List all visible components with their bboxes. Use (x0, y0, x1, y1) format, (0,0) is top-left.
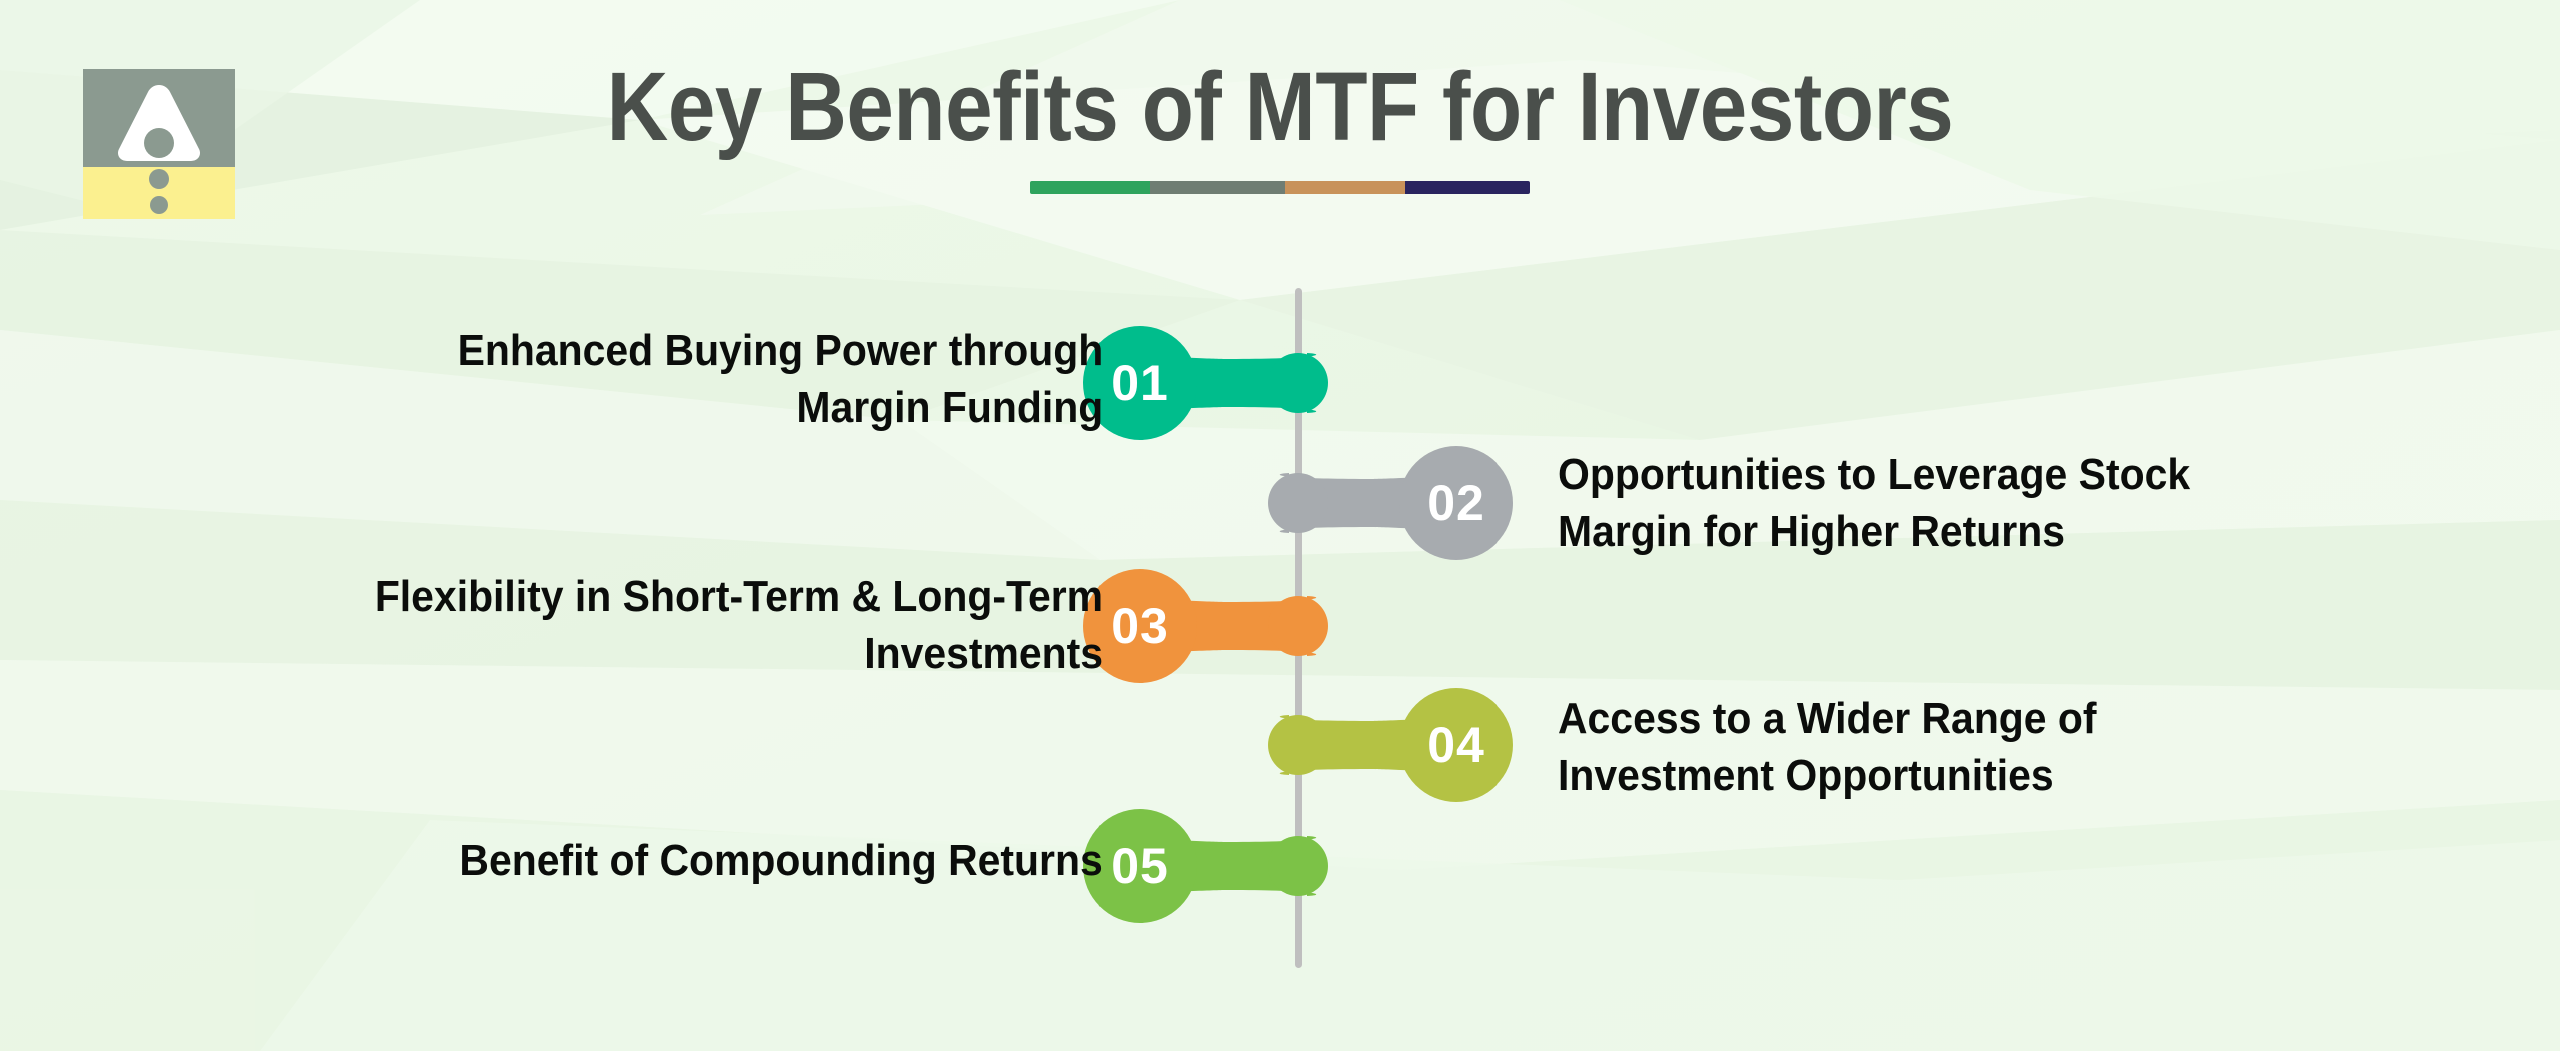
node-badge-02 (1399, 446, 1513, 560)
node-axis-dot-02 (1268, 473, 1328, 533)
node-number-02: 02 (1427, 475, 1485, 531)
node-number-01: 01 (1111, 355, 1169, 411)
timeline-label-05: Benefit of Compounding Returns (459, 836, 1103, 885)
node-axis-dot-04 (1268, 715, 1328, 775)
node-axis-dot-03 (1268, 596, 1328, 656)
node-badge-05 (1083, 809, 1197, 923)
node-badge-03 (1083, 569, 1197, 683)
logo-band-dot-lower (150, 196, 168, 214)
node-axis-dot-05 (1268, 836, 1328, 896)
timeline-node-05[interactable]: 05 (1083, 809, 1328, 923)
timeline-node-03[interactable]: 03 (1083, 569, 1328, 683)
node-badge-01 (1083, 326, 1197, 440)
node-badge-04 (1399, 688, 1513, 802)
brand-logo (83, 69, 235, 219)
node-number-03: 03 (1111, 598, 1169, 654)
logo-band-dot-upper (149, 169, 169, 189)
node-number-05: 05 (1111, 838, 1169, 894)
logo-triangle-mark (117, 85, 201, 161)
timeline-label-03: Flexibility in Short-Term & Long-Term In… (374, 572, 1103, 679)
node-number-04: 04 (1427, 717, 1485, 773)
node-axis-dot-01 (1268, 353, 1328, 413)
timeline-label-01: Enhanced Buying Power through Margin Fun… (457, 326, 1103, 433)
timeline-node-01[interactable]: 01 (1083, 326, 1328, 440)
timeline-label-02: Opportunities to Leverage Stock Margin f… (1558, 450, 2191, 557)
timeline-node-04[interactable]: 04 (1268, 688, 1513, 802)
timeline-node-02[interactable]: 02 (1268, 446, 1513, 560)
logo-triangle-dot (144, 128, 174, 158)
timeline-label-04: Access to a Wider Range of Investment Op… (1558, 694, 2097, 801)
